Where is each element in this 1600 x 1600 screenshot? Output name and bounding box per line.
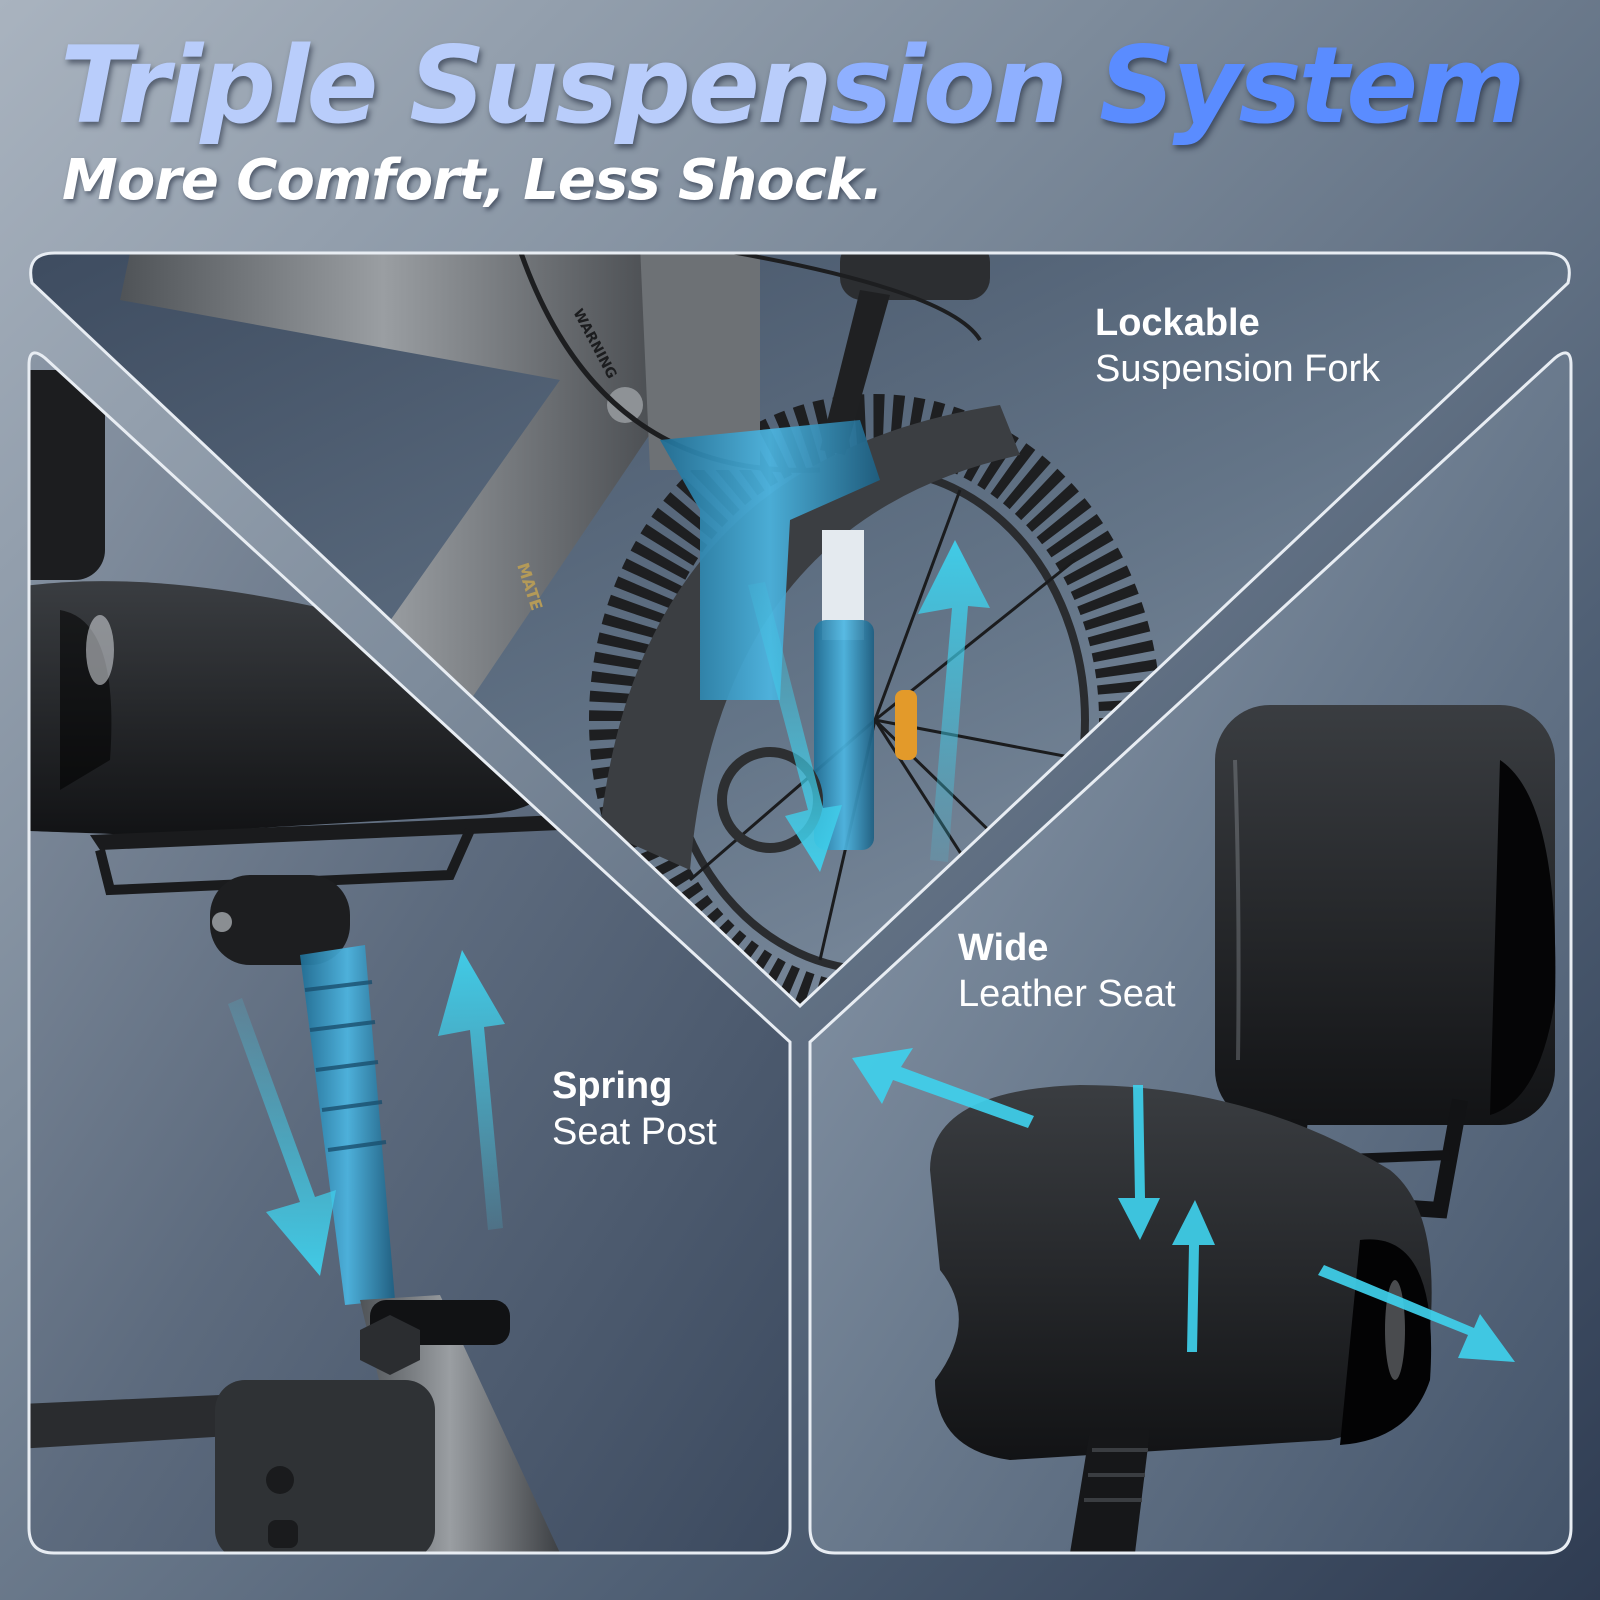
fork-label-light: Suspension Fork [1095,348,1381,391]
seat-panel [808,351,1573,1555]
seat-rebound-arrow [1172,1200,1215,1352]
fork-feature-label: Lockable Suspension Fork [1095,300,1380,393]
seatpost-label-light: Seat Post [552,1111,717,1154]
seat-label-strong: Wide [958,927,1049,969]
title-part-3: System [1099,24,1526,147]
seatpost-rebound-arrow [438,950,505,1230]
seat-label-light: Leather Seat [958,973,1176,1016]
seatpost-feature-label: Spring Seat Post [552,1063,717,1156]
page-subtitle: More Comfort, Less Shock. [62,148,883,213]
fork-rebound-arrow [918,540,990,862]
fork-label-strong: Lockable [1095,302,1260,344]
seatpost-panel [27,351,792,1555]
seat-width-arrow-right [1318,1265,1515,1362]
title-part-2: sion [829,24,1100,147]
fork-compress-arrow [748,582,842,872]
title-part-1: Triple Suspen [60,24,832,147]
seat-feature-label: Wide Leather Seat [958,925,1176,1018]
seat-width-arrow-left [852,1048,1034,1128]
seatpost-compress-arrow [228,998,336,1276]
seat-compress-arrow [1118,1085,1160,1240]
seatpost-label-strong: Spring [552,1065,673,1107]
page-title: Triple Suspension System [60,27,1526,145]
